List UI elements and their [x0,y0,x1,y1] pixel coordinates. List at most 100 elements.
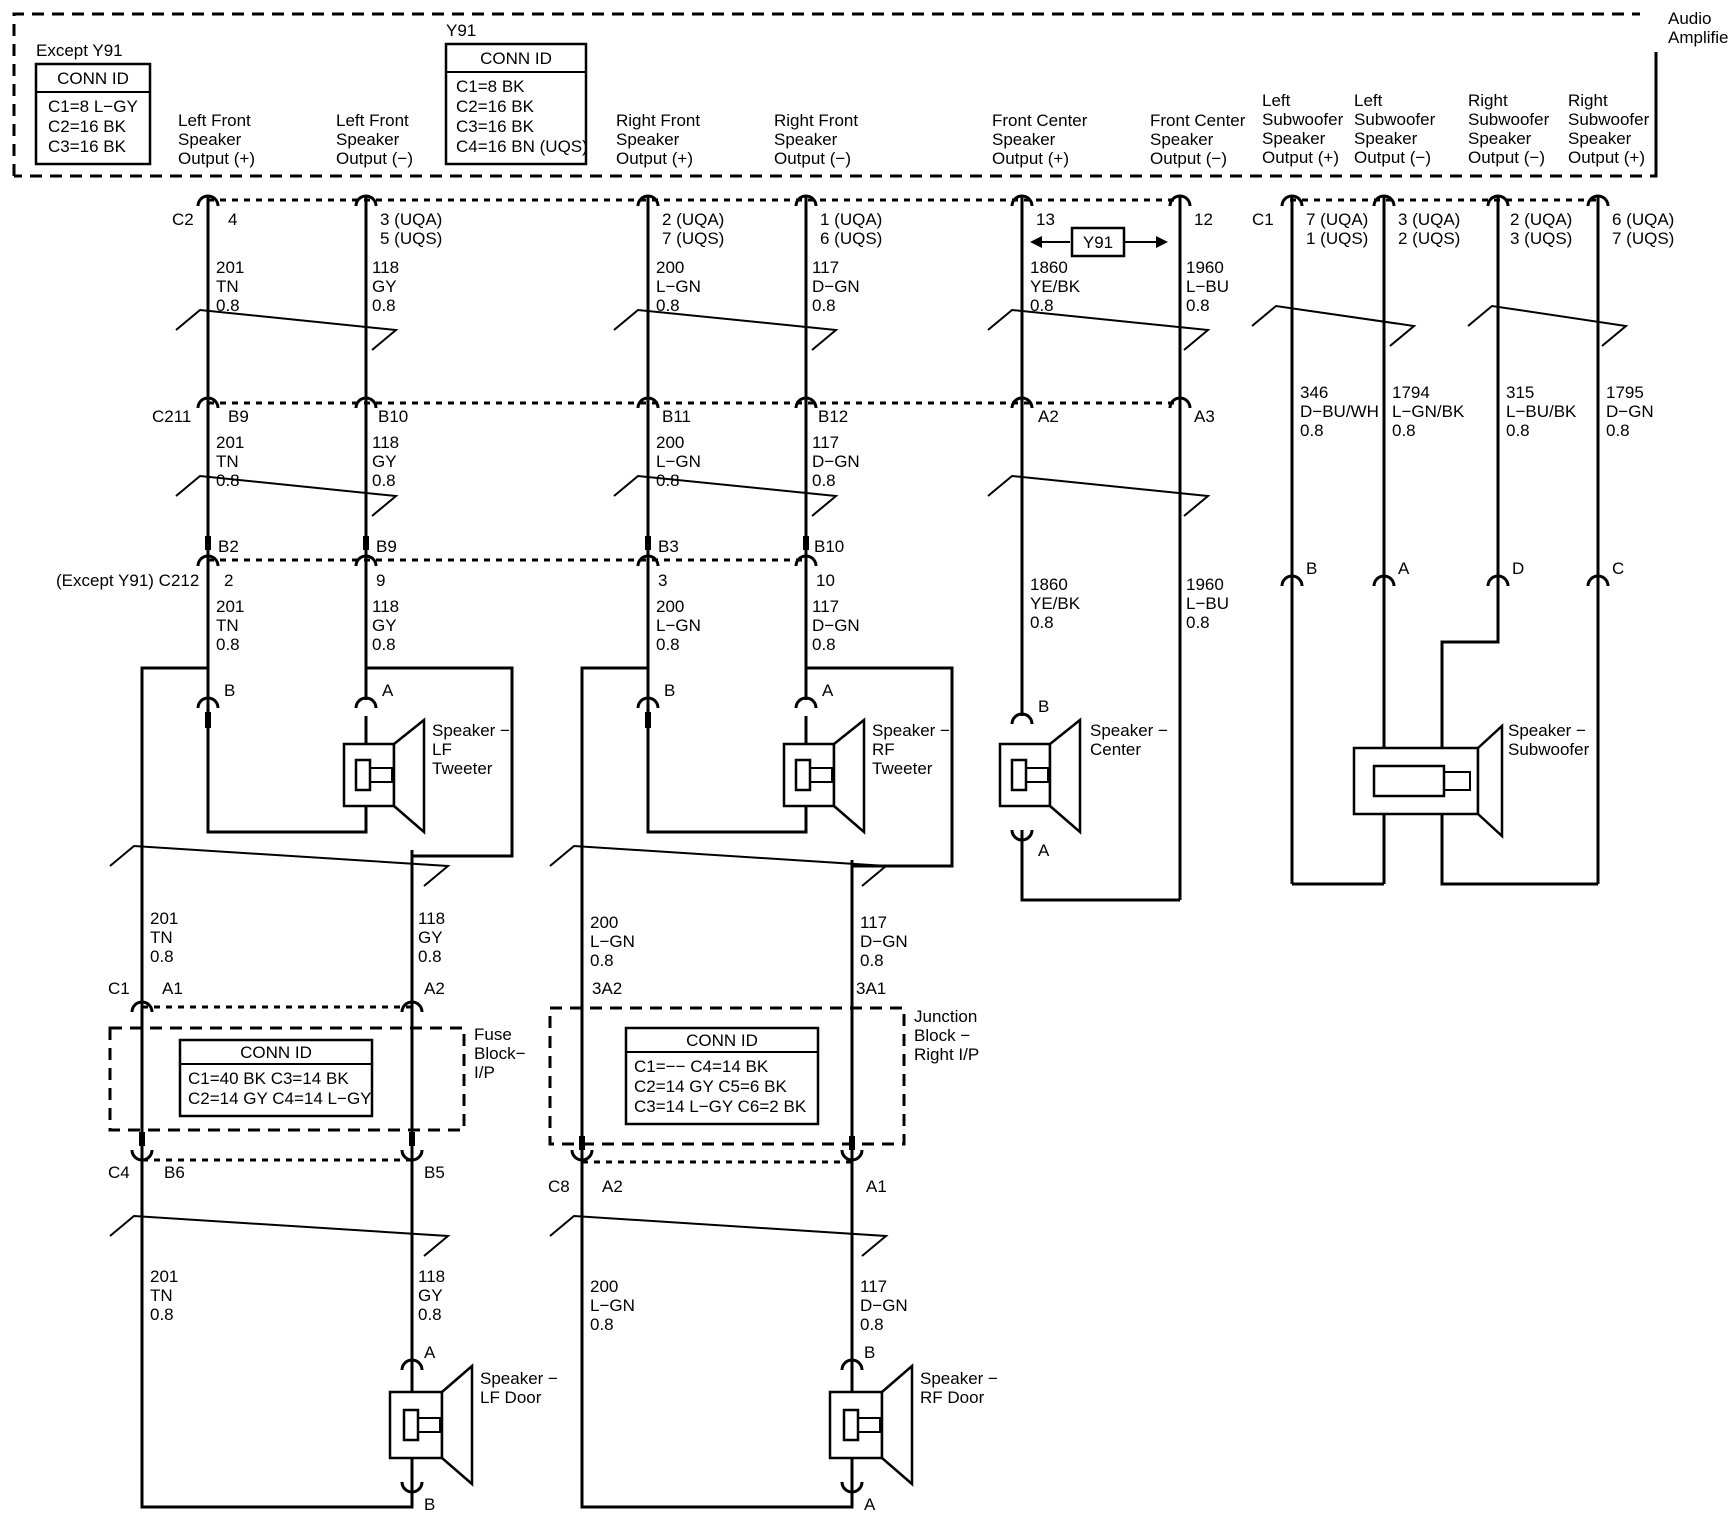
conn-id-line: C1=8 BK [456,77,525,96]
pin-label: B [864,1343,875,1362]
subwoofer-label: Speaker −Subwoofer [1508,721,1590,759]
conn-id-line: C2=14 GY C4=14 L−GY [188,1089,372,1108]
conn-id-box-except-y91: CONN ID C1=8 L−GY C2=16 BK C3=16 BK [34,62,152,166]
lf-door-speaker: A B Speaker −LF Door [388,1343,558,1514]
pin-label: A2 [1038,407,1059,426]
pin-label: 3 (UQA) [1398,210,1460,229]
pin-label: 2 (UQA) [662,210,724,229]
except-y91-label: Except Y91 [36,41,123,60]
conn-id-line: C3=14 L−GY C6=2 BK [634,1097,807,1116]
pin-label: 3A1 [856,979,886,998]
pin-label: B [424,1495,435,1514]
pin-label: 10 [816,571,835,590]
pin-label: A [1398,559,1410,578]
y91-tag: Y91 [1030,226,1168,258]
conn-id-line: C3=16 BK [456,117,535,136]
pin-label: 2 (UQA) [1510,210,1572,229]
pin-label: B [664,681,675,700]
pin-label: 3 [658,571,667,590]
conn-id-line: C4=16 BN (UQS) [456,137,588,156]
conn-id-box-y91: CONN ID C1=8 BK C2=16 BK C3=16 BK C4=16 … [444,42,588,166]
pin-label: 1 (UQA) [820,210,882,229]
center-speaker-label: Speaker −Center [1090,721,1168,759]
pin-label: 7 (UQS) [1612,229,1674,248]
audio-amplifier: Audio Amplifier Except Y91 Y91 CONN ID C… [12,8,1728,178]
connector-c1-amp-label: C1 [1252,210,1274,229]
y91-label: Y91 [446,21,476,40]
conn-id-title: CONN ID [686,1031,758,1050]
lf-door-label: Speaker −LF Door [480,1369,558,1407]
pin-label: A [382,681,394,700]
pin-label: 5 (UQS) [380,229,442,248]
pin-label: A [424,1343,436,1362]
subwoofer-connector [1280,574,1610,587]
pin-label: A1 [162,979,183,998]
speaker-cone-icon [880,1363,914,1487]
conn-id-line: C3=16 BK [48,137,127,156]
speaker-cone-icon [440,1363,474,1487]
break-marks [109,304,1629,1257]
junction-block: 3A2 3A1 CONN ID C1=−− C4=14 BK C2=14 GY … [548,979,979,1196]
pin-label: D [1512,559,1524,578]
pin-label: 9 [376,571,385,590]
pin-label: B3 [658,537,679,556]
pin-label: 2 (UQS) [1398,229,1460,248]
connector-c212-label: (Except Y91) C212 [56,571,199,590]
y91-tag-label: Y91 [1083,233,1113,252]
conn-id-title: CONN ID [240,1043,312,1062]
connector-dash-lines [142,198,1596,1164]
pin-label: 6 (UQA) [1612,210,1674,229]
pin-label: B [1306,559,1317,578]
pin-label: B6 [164,1163,185,1182]
pin-label: 6 (UQS) [820,229,882,248]
pin-label: B2 [218,537,239,556]
conn-id-box-junction-block: CONN ID C1=−− C4=14 BK C2=14 GY C5=6 BK … [624,1026,820,1126]
fuse-block-outline [108,1026,466,1132]
conn-id-line: C2=16 BK [456,97,535,116]
c211-cavities [196,396,1192,409]
pin-label: B9 [228,407,249,426]
pin-label: A [822,681,834,700]
pin-label: A1 [866,1177,887,1196]
speaker-cone-icon [832,717,866,835]
pin-label: B12 [818,407,848,426]
pin-label: 12 [1194,210,1213,229]
amplifier-title: Audio Amplifier [1668,9,1728,47]
subwoofer-circuit: Speaker −Subwoofer [1292,636,1598,886]
pin-label: A2 [602,1177,623,1196]
pin-label: B11 [662,407,691,426]
junction-block-outline [548,1006,906,1146]
pin-label: A3 [1194,407,1215,426]
pin-label: C [1612,559,1624,578]
pin-label: B [1038,697,1049,716]
pin-label: 3A2 [592,979,622,998]
